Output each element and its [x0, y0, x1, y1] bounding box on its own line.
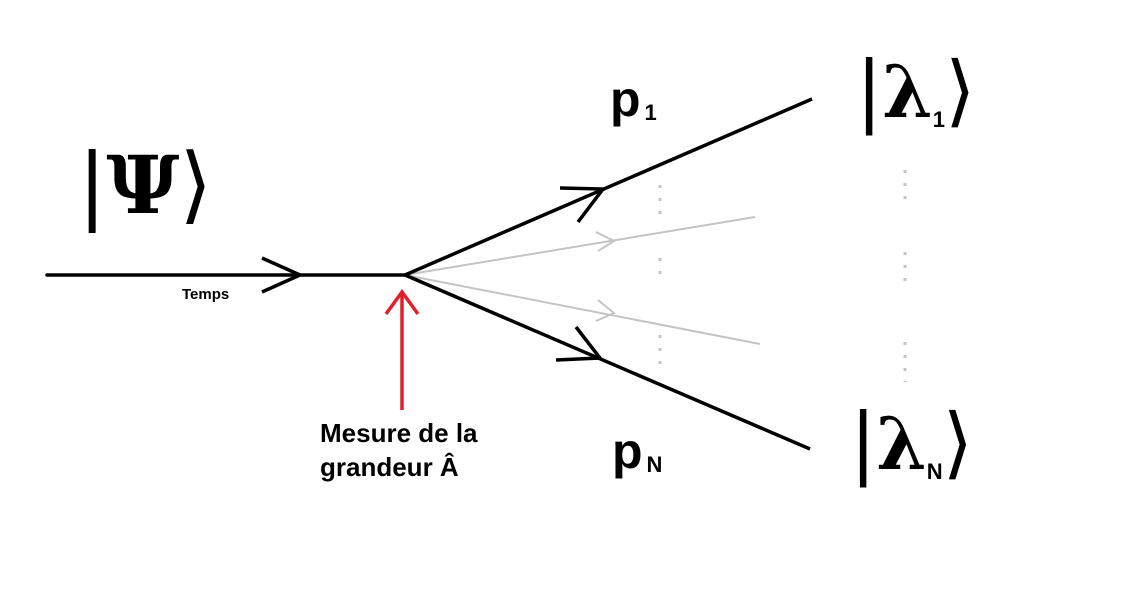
probability-bottom-index: N: [646, 452, 663, 477]
probability-top-symbol: p: [610, 71, 641, 127]
measurement-label-line2: grandeur Â: [320, 452, 459, 482]
measurement-arrow: [384, 289, 420, 410]
measurement-label-line1: Mesure de la: [320, 418, 478, 448]
eigenstate-top-ket: |λ1⟩: [856, 52, 975, 131]
ket-left-bar: |: [850, 398, 877, 488]
psi-symbol: Ψ: [106, 138, 180, 232]
faint-branch-lower: [404, 274, 761, 345]
probability-top-index: 1: [644, 100, 657, 125]
branch-top: [404, 97, 813, 277]
lambda-symbol: λ: [876, 401, 927, 486]
ket-left-bar: |: [78, 135, 107, 233]
eigenstate-bottom-ket: |λN⟩: [850, 404, 973, 483]
eigenstate-bottom-index: N: [926, 459, 943, 484]
time-axis-label: Temps: [182, 286, 230, 303]
ket-right-angle: ⟩: [179, 135, 213, 233]
faint-branch-upper: [404, 216, 756, 276]
branch-bottom: [404, 273, 811, 451]
branch-bottom-arrowhead: [555, 325, 604, 362]
ket-right-angle: ⟩: [945, 46, 976, 136]
branch-top-arrowhead: [559, 186, 607, 224]
time-axis-arrowhead: [261, 256, 305, 294]
ket-right-angle: ⟩: [942, 398, 974, 488]
eigenstate-top-index: 1: [932, 107, 946, 132]
ket-left-bar: |: [856, 46, 883, 136]
measurement-label: Mesure de la grandeur Â: [320, 416, 478, 484]
initial-state-ket: |Ψ⟩: [78, 142, 212, 226]
probability-bottom-symbol: p: [612, 423, 643, 479]
lambda-symbol: λ: [882, 49, 933, 134]
